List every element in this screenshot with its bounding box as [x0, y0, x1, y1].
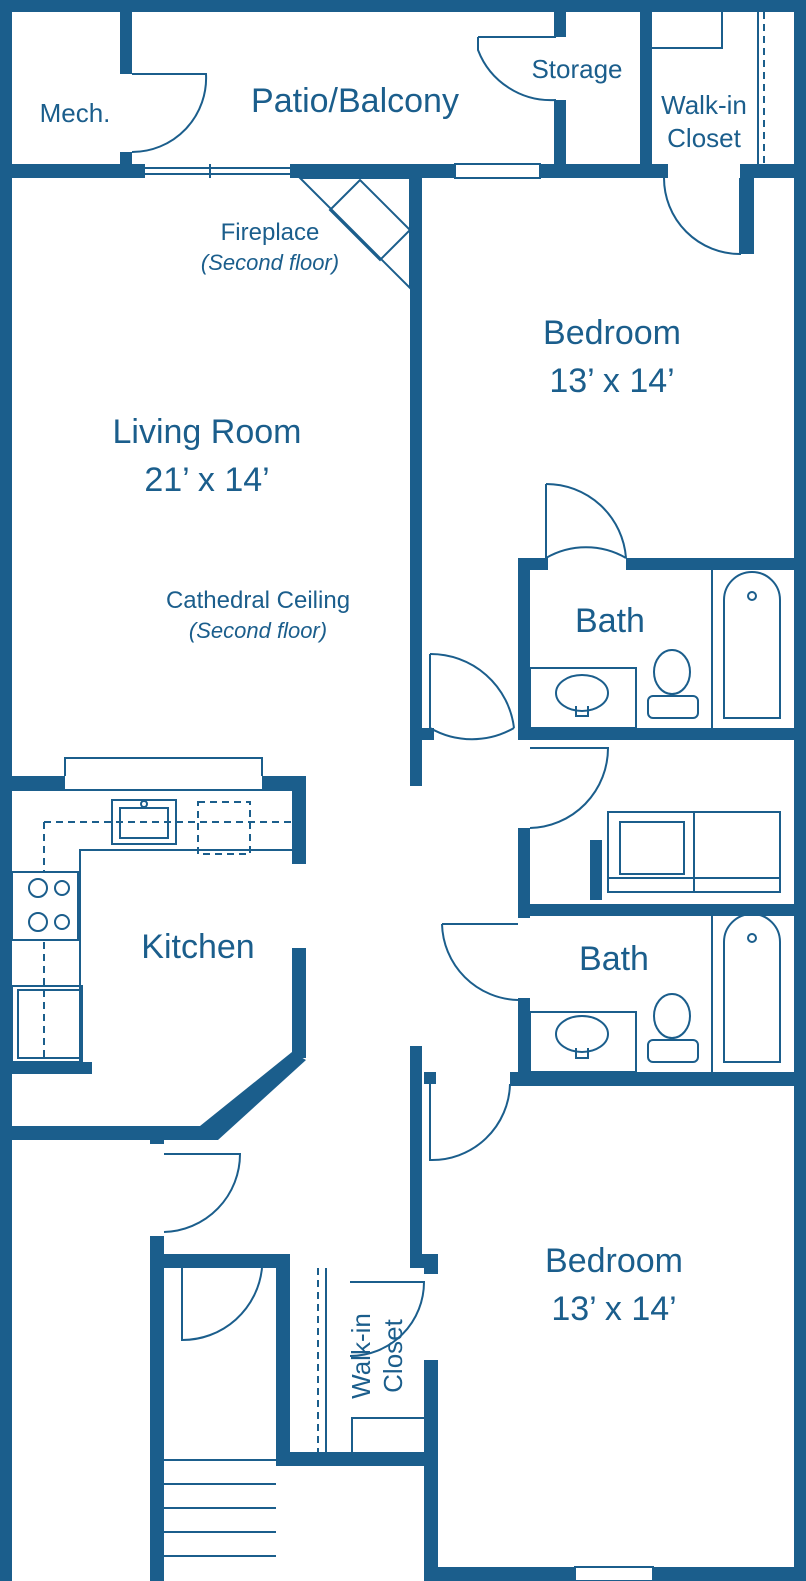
kitchen-counters: [11, 757, 292, 1063]
living-room-size: 21’ x 14’: [144, 461, 269, 499]
walkin-top-label-1: Walk-in: [661, 90, 747, 120]
fireplace-note: (Second floor): [201, 250, 339, 275]
walkin-bottom-label-2: Closet: [378, 1318, 408, 1392]
bedroom-bottom-size: 13’ x 14’: [551, 1290, 676, 1328]
doors: [131, 36, 741, 1357]
bath-bottom-label: Bath: [579, 940, 649, 978]
walkin-top-shelf: [652, 12, 765, 164]
ceiling-label: Cathedral Ceiling: [166, 587, 350, 614]
washer-dryer: [607, 811, 781, 893]
bath-top-label: Bath: [575, 602, 645, 640]
walkin-top-label-2: Closet: [667, 123, 741, 153]
room-labels: Mech. Patio/Balcony Storage Walk-in Clos…: [40, 54, 747, 1399]
fireplace-shape: [297, 177, 412, 291]
walkin-bottom-label-1: Walk-in: [346, 1313, 376, 1399]
patio-label: Patio/Balcony: [251, 82, 459, 120]
stairs: [164, 1459, 276, 1557]
bedroom-top-label: Bedroom: [543, 314, 681, 352]
storage-label: Storage: [531, 54, 622, 84]
fireplace-label: Fireplace: [221, 219, 320, 246]
mech-label: Mech.: [40, 98, 111, 128]
ceiling-note: (Second floor): [189, 618, 327, 643]
walkin-bottom-shelf: [317, 1268, 424, 1452]
living-room-label: Living Room: [113, 413, 302, 451]
bedroom-top-size: 13’ x 14’: [549, 362, 674, 400]
bath-top-fixtures: [529, 570, 781, 729]
bath-bottom-fixtures: [529, 913, 781, 1073]
windows: [145, 163, 654, 1581]
bedroom-bottom-label: Bedroom: [545, 1242, 683, 1280]
kitchen-label: Kitchen: [141, 928, 254, 966]
